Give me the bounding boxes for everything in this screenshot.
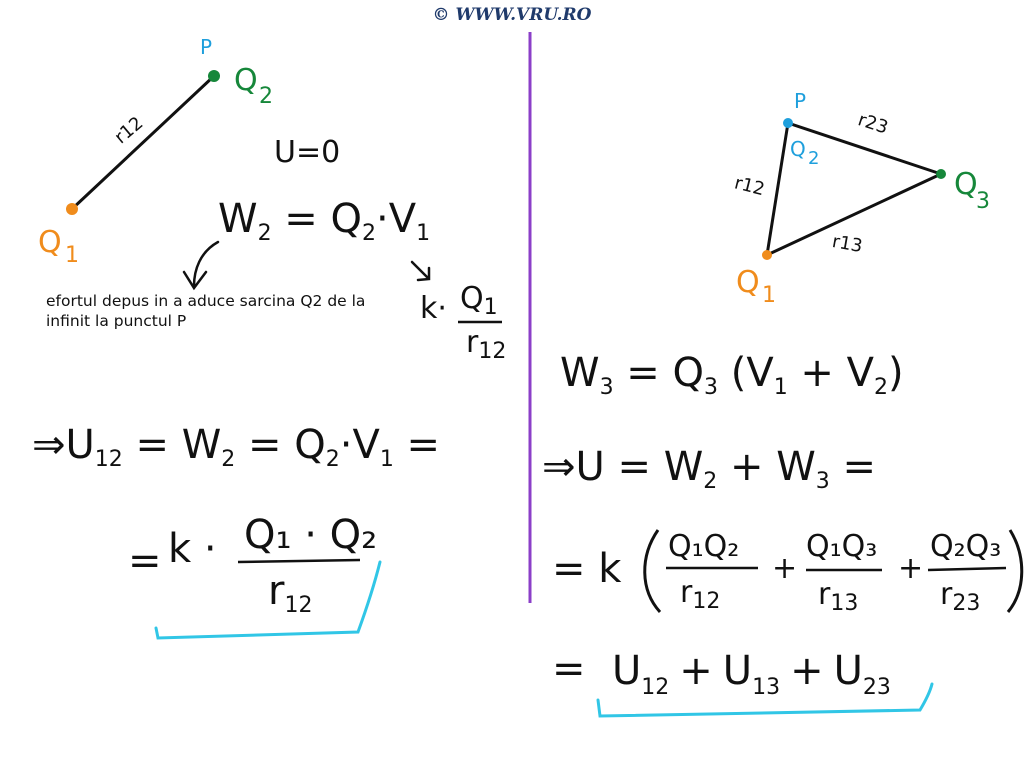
svg-text:Q₂Q₃: Q₂Q₃ — [930, 529, 1001, 564]
label-r12-right: r12 — [732, 172, 766, 200]
equation-u-total: ⇒U = W2 + W3 = — [542, 444, 876, 494]
label-q2-left: Q 2 — [234, 63, 273, 109]
svg-text:Q1: Q1 — [460, 281, 498, 320]
label-u-zero: U=0 — [274, 135, 340, 170]
label-r13-right: r13 — [831, 231, 864, 257]
note-text: efortul depus in a aduce sarcina Q2 de l… — [46, 292, 366, 330]
svg-text:r12: r12 — [466, 325, 506, 364]
svg-text:Q: Q — [38, 225, 62, 260]
svg-text:⇒U = W2 + W3 =: ⇒U = W2 + W3 = — [542, 444, 876, 494]
label-q1-right: Q 1 — [736, 265, 776, 308]
point-p-right — [783, 118, 793, 128]
svg-text:3: 3 — [976, 189, 990, 214]
svg-text:k·: k· — [420, 291, 447, 326]
equation-u-sum: = U12+U13+U23 — [552, 646, 891, 700]
plus-sign-1: + — [772, 551, 797, 586]
svg-text:2: 2 — [259, 84, 273, 109]
svg-text:W3 = Q3 (V1 + V2): W3 = Q3 (V1 + V2) — [560, 350, 904, 400]
point-q1 — [66, 203, 78, 215]
svg-text:W2 = Q2·V1: W2 = Q2·V1 — [218, 196, 430, 246]
label-p-right: P — [794, 89, 806, 113]
fraction-1: Q₁Q₂ r12 — [666, 529, 758, 614]
arrow-to-note — [182, 240, 220, 291]
svg-text:r13: r13 — [818, 577, 858, 616]
equation-u12: ⇒U12 = W2 = Q2·V1 = — [32, 422, 440, 472]
svg-text:U12+U13+U23: U12+U13+U23 — [612, 648, 891, 700]
arrow-to-v1 — [410, 260, 431, 282]
svg-text:Q₁Q₂: Q₁Q₂ — [668, 529, 739, 564]
fraction-3: Q₂Q₃ r23 — [927, 529, 1007, 616]
svg-text:=: = — [552, 646, 586, 692]
svg-text:= k: = k — [552, 546, 622, 592]
svg-text:Q: Q — [790, 137, 806, 161]
segment-r23 — [786, 121, 943, 176]
svg-text:⇒U12 = W2 = Q2·V1 =: ⇒U12 = W2 = Q2·V1 = — [32, 422, 440, 472]
equation-k-sum: = k Q₁Q₂ r12 + Q₁Q₃ r13 + Q₂Q₃ r23 — [552, 529, 1024, 616]
point-q3 — [936, 169, 946, 179]
label-r23-right: r23 — [855, 109, 890, 138]
svg-text:=: = — [128, 538, 162, 584]
point-q1-right — [762, 250, 772, 260]
v1-expression: k· Q1 r12 — [420, 281, 506, 364]
segment-r12 — [765, 121, 790, 257]
svg-text:Q₁ · Q₂: Q₁ · Q₂ — [244, 512, 377, 558]
svg-text:r12: r12 — [680, 575, 720, 614]
equation-w2: W2 = Q2·V1 — [218, 196, 430, 246]
svg-text:Q₁Q₃: Q₁Q₃ — [806, 529, 877, 564]
label-p-left: P — [200, 35, 212, 59]
segment-q1-q2 — [70, 74, 216, 211]
equation-w3: W3 = Q3 (V1 + V2) — [560, 350, 904, 400]
svg-text:Q: Q — [234, 63, 258, 98]
segment-r13 — [765, 172, 943, 257]
underline-left — [154, 560, 382, 640]
label-q3-right: Q 3 — [954, 167, 990, 214]
svg-text:2: 2 — [808, 148, 819, 169]
svg-text:1: 1 — [762, 283, 776, 308]
point-q2 — [208, 70, 220, 82]
watermark: © WWW.VRU.RO — [432, 5, 592, 25]
fraction-2: Q₁Q₃ r13 — [806, 529, 882, 616]
label-q2-right: Q 2 — [790, 137, 819, 169]
label-q1-left: Q 1 — [38, 225, 79, 268]
svg-text:Q: Q — [736, 265, 760, 300]
svg-text:Q: Q — [954, 167, 978, 202]
equation-result-left: = k · Q₁ · Q₂ r12 — [128, 512, 377, 618]
svg-text:r12: r12 — [268, 568, 312, 618]
svg-text:k ·: k · — [168, 526, 217, 572]
svg-text:1: 1 — [65, 243, 79, 268]
svg-text:r23: r23 — [940, 577, 980, 616]
plus-sign-2: + — [898, 551, 923, 586]
underline-right — [596, 682, 934, 718]
